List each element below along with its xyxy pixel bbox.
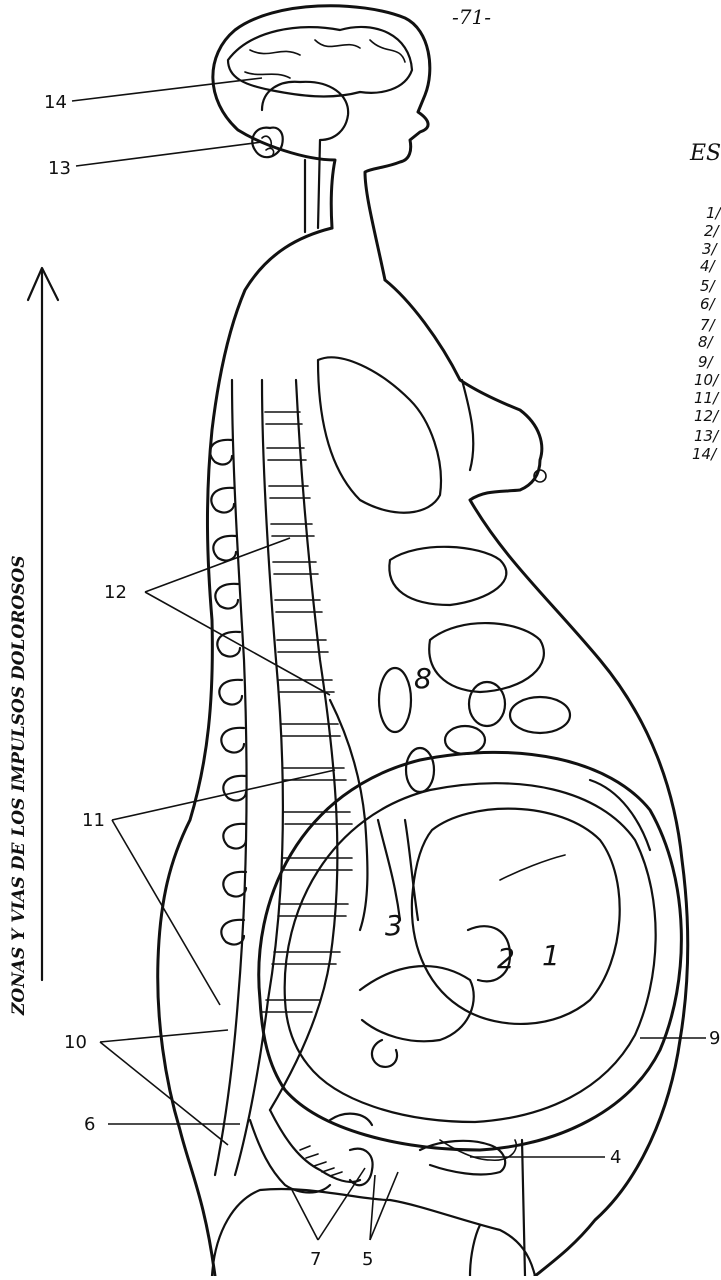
legend-item: 12/ [694,407,720,425]
legend-item: 5/ [700,277,717,295]
legend-item: 4/ [700,257,717,275]
legend-item: 13/ [694,427,720,445]
callout-7: 7 [310,1249,321,1270]
callout-11: 11 [82,810,105,831]
leader-7b [318,1168,365,1240]
legend-item: 3/ [702,240,719,258]
vertebrae [262,412,352,1012]
callout-5: 5 [362,1249,373,1270]
legend-item: 7/ [700,316,717,334]
leader-13 [76,142,262,166]
legend-item: 9/ [698,353,715,371]
label-1: 1 [542,939,560,972]
pelvis [250,1110,373,1193]
leader-10a [100,1030,228,1042]
side-caption: ZONAS Y VIAS DE LOS IMPULSOS DOLOROSOS [9,555,29,1016]
callout-9: 9 [709,1028,720,1049]
label-2: 2 [497,942,515,975]
leader-11b [112,820,220,1005]
legend-item: 11/ [694,389,720,407]
legend-list: 1/ 2/ 3/ 4/ 5/ 6/ 7/ 8/ 9/ 10/ 11/ 12/ 1… [692,204,721,463]
label-3: 3 [385,909,403,942]
callout-6: 6 [84,1114,95,1135]
organs [318,357,570,930]
leader-14 [72,78,262,101]
spine [210,380,352,1175]
page-number: -71- [452,5,491,29]
callouts: 14 13 12 11 10 6 7 5 4 9 [44,78,720,1270]
callout-12: 12 [104,582,127,603]
label-8: 8 [414,662,432,695]
legend-item: 2/ [704,222,721,240]
callout-10: 10 [64,1032,87,1053]
head [213,6,430,280]
legend-item: 14/ [692,445,718,463]
legend-item: 10/ [694,371,720,389]
legend-item: 8/ [698,333,715,351]
callout-14: 14 [44,92,67,113]
callout-4: 4 [610,1147,621,1168]
spinous-processes [210,440,246,945]
legend-item: 6/ [700,295,717,313]
leader-7a [292,1190,318,1240]
legend-item: 1/ [706,204,721,222]
callout-13: 13 [48,158,71,179]
heading-fragment: ES [689,141,721,166]
